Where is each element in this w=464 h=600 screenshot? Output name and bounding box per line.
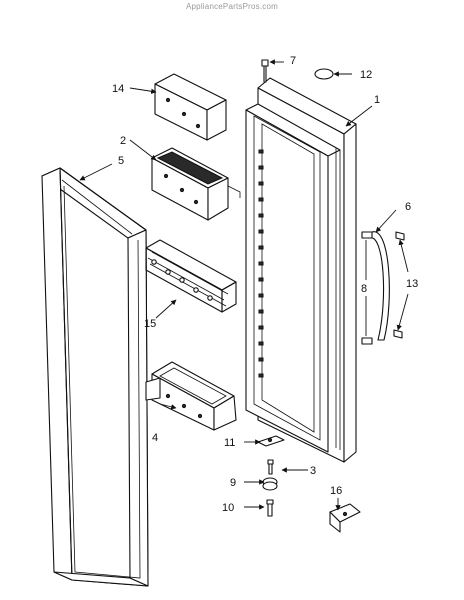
callout-12: 12 (360, 69, 372, 81)
watermark: AppliancePartsPros.com (186, 2, 278, 11)
wire-door-shelf (145, 239, 237, 313)
callout-15: 15 (144, 318, 156, 330)
door-handle (361, 231, 390, 345)
callout-6: 6 (405, 201, 411, 213)
callout-2: 2 (120, 135, 126, 147)
bottom-hinge-plate (257, 435, 285, 447)
door-plug (314, 68, 334, 80)
bottom-hinge-bracket (329, 503, 361, 533)
door-compartment-bin (151, 147, 241, 221)
callout-10: 10 (222, 502, 234, 514)
callout-1: 1 (374, 94, 380, 106)
top-hinge-pin (261, 59, 269, 83)
callout-9: 9 (230, 477, 236, 489)
leader-lines (79, 59, 409, 511)
hinge-bushing (262, 477, 278, 491)
shelf-slot-marks (258, 149, 264, 378)
handle-screws (393, 231, 405, 339)
callout-3: 3 (310, 465, 316, 477)
callout-5: 5 (118, 155, 124, 167)
callout-16: 16 (330, 485, 342, 497)
lower-door-bin (145, 361, 237, 431)
refrigerator-door (245, 77, 357, 463)
door-gasket (41, 167, 149, 587)
callout-13: 13 (406, 278, 418, 290)
hinge-bolt (267, 459, 274, 475)
screw (266, 499, 274, 517)
callout-7: 7 (290, 55, 296, 67)
callout-14: 14 (112, 83, 124, 95)
upper-door-bin (154, 73, 227, 141)
callout-8: 8 (361, 283, 367, 295)
callout-11: 11 (224, 437, 235, 449)
callout-4: 4 (152, 432, 158, 444)
